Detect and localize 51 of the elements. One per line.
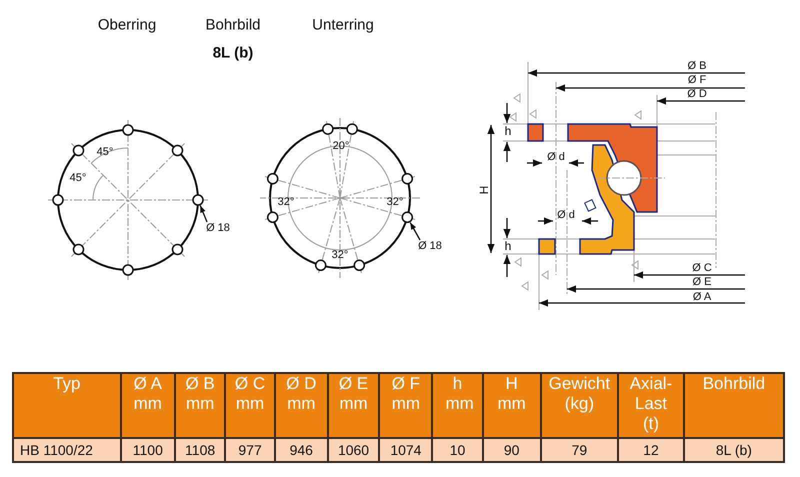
header-cell: Ø B mm: [175, 373, 226, 438]
bolt-hole: [402, 212, 414, 224]
angle-label: 32°: [332, 249, 348, 261]
dimension-label: Ø F: [688, 74, 706, 86]
header-cell: Bohrbild: [684, 373, 784, 438]
table-cell: 79: [540, 438, 618, 462]
dimension-label: Ø d: [547, 151, 565, 163]
header-cell: h mm: [432, 373, 483, 438]
table-cell: HB 1100/22: [13, 438, 121, 462]
leader-line: [200, 205, 208, 222]
header-cell: Gewicht (kg): [540, 373, 618, 438]
angle-label: 32°: [278, 196, 294, 208]
dimension-label: Ø A: [692, 291, 712, 303]
dimension-label: H: [477, 186, 491, 194]
view-title: Unterring: [312, 16, 374, 34]
callout-label: Ø 18: [206, 222, 230, 234]
dimension-label: h: [504, 124, 512, 138]
table-cell: 1100: [120, 438, 176, 462]
table-cell: 977: [225, 438, 275, 462]
table-cell: 10: [432, 438, 483, 462]
table-cell: 1074: [379, 438, 432, 462]
view-title: Oberring: [98, 16, 156, 34]
header-cell: Axial-Last (t): [618, 373, 684, 438]
angle-label: 45°: [96, 146, 114, 158]
table-cell: 946: [274, 438, 328, 462]
dimension-label: Ø E: [692, 276, 712, 288]
dimension-label: h: [504, 239, 512, 253]
header-cell: Typ: [13, 373, 121, 438]
angle-label: 32°: [386, 196, 404, 208]
angle-label: 20°: [332, 140, 350, 152]
bolt-hole: [192, 194, 204, 206]
table-cell: 1108: [175, 438, 226, 462]
table-cell: 12: [618, 438, 684, 462]
leader-line: [410, 222, 421, 240]
pattern-code: 8L (b): [212, 44, 254, 62]
dimension-label: Ø d: [557, 209, 575, 221]
header-cell: Ø C mm: [225, 373, 275, 438]
table-cell: 8L (b): [684, 438, 784, 462]
header-cell: Ø F mm: [379, 373, 432, 438]
header-cell: Ø E mm: [328, 373, 380, 438]
header-cell: Ø A mm: [120, 373, 176, 438]
callout-label: Ø 18: [418, 240, 442, 252]
view-title: Bohrbild: [205, 16, 261, 34]
dimension-label: Ø C: [692, 262, 712, 274]
angle-label: 45°: [70, 172, 86, 184]
dimension-label: Ø B: [688, 60, 706, 72]
header-cell: H mm: [482, 373, 541, 438]
header-cell: Ø D mm: [274, 373, 328, 438]
table-cell: 1060: [328, 438, 380, 462]
table-cell: 90: [482, 438, 541, 462]
dimension-label: Ø D: [687, 88, 707, 100]
